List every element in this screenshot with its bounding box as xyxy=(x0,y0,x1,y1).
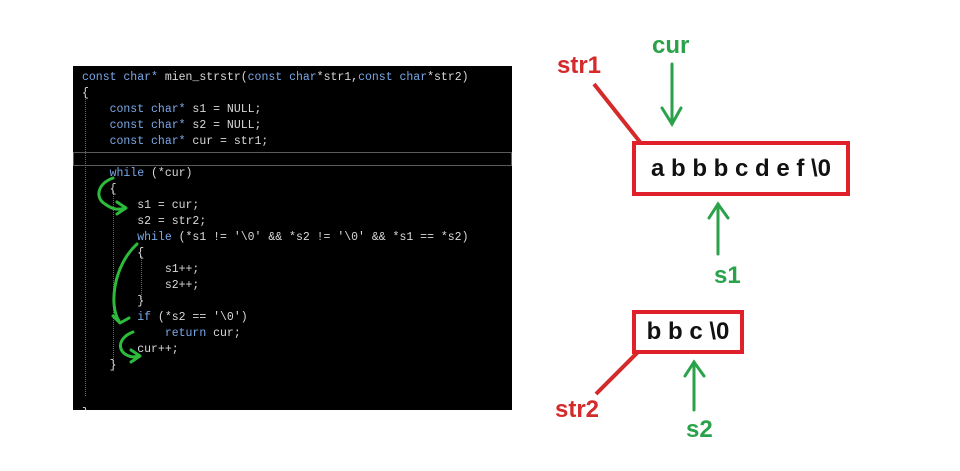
code-line: } xyxy=(82,358,117,374)
loop-arrow-2 xyxy=(112,242,139,323)
code-token: s2 = str2; xyxy=(82,215,207,228)
code-token: *str2) xyxy=(427,71,469,84)
code-line: s1 = cur; xyxy=(82,198,199,214)
code-token: while xyxy=(82,231,179,244)
code-token: } xyxy=(82,295,145,308)
code-line: } xyxy=(82,294,144,310)
code-line: { xyxy=(82,86,89,102)
code-line: const char* s1 = NULL; xyxy=(82,102,262,118)
code-panel: const char* mien_strstr(const char*str1,… xyxy=(73,66,512,410)
code-line: while (*s1 != '\0' && *s2 != '\0' && *s1… xyxy=(82,230,468,246)
code-token: cur = str1; xyxy=(192,135,269,148)
string1-box: a b b b c d e f \0 xyxy=(632,141,850,196)
code-token: (*s1 != '\0' && *s2 != '\0' && *s1 == *s… xyxy=(178,231,469,244)
string2-text: b b c \0 xyxy=(646,318,730,345)
code-token: const char xyxy=(358,71,428,84)
code-line: { xyxy=(82,182,117,198)
code-token: const char xyxy=(247,71,317,84)
code-token: const char* xyxy=(82,71,165,84)
code-line: const char* s2 = NULL; xyxy=(82,118,262,134)
code-token: const char* xyxy=(82,119,193,132)
code-token: s1++; xyxy=(82,263,200,276)
code-token: return xyxy=(82,327,214,340)
code-token: if xyxy=(82,311,158,324)
code-token: ( xyxy=(240,71,248,84)
code-line: { xyxy=(82,246,144,262)
label-str1: str1 xyxy=(557,52,602,79)
indent-guide xyxy=(141,256,142,301)
code-line: s2 = str2; xyxy=(82,214,206,230)
code-token: mien_strstr xyxy=(164,71,241,84)
arrowhead-2 xyxy=(111,314,131,325)
string1-text: a b b b c d e f \0 xyxy=(650,154,832,182)
label-s1: s1 xyxy=(714,262,741,289)
arrowhead-1 xyxy=(115,200,128,216)
code-token: s2 = NULL; xyxy=(192,119,262,132)
indent-guide xyxy=(113,191,114,371)
code-token: } xyxy=(82,407,89,410)
code-token: *str1, xyxy=(316,71,359,84)
code-line: const char* mien_strstr(const char*str1,… xyxy=(82,70,469,86)
loop-arrow-3 xyxy=(119,330,141,359)
code-token: while xyxy=(82,167,152,180)
code-line: cur++; xyxy=(82,342,179,358)
str1-pointer-line xyxy=(592,82,642,144)
code-token: cur++; xyxy=(82,343,179,356)
code-line: s1++; xyxy=(82,262,200,278)
code-line: s2++; xyxy=(82,278,200,294)
string2-box: b b c \0 xyxy=(632,310,744,354)
arrowhead-3 xyxy=(129,348,142,364)
code-line: } xyxy=(82,406,89,410)
label-cur: cur xyxy=(652,32,690,59)
code-token: { xyxy=(82,87,89,100)
str2-pointer-line xyxy=(594,348,642,396)
label-s2: s2 xyxy=(686,416,713,443)
code-token: (*cur) xyxy=(151,167,193,180)
code-token: } xyxy=(82,359,117,372)
code-line: while (*cur) xyxy=(82,166,193,182)
flow-annotation-arrows xyxy=(97,176,142,364)
code-token: cur; xyxy=(213,327,241,340)
code-token: { xyxy=(82,247,145,260)
indent-guide xyxy=(85,96,86,396)
cur-arrow xyxy=(660,62,683,127)
current-line-highlight xyxy=(73,152,512,166)
code-token: const char* xyxy=(82,135,193,148)
code-token: (*s2 == '\0') xyxy=(157,311,248,324)
s2-arrow xyxy=(683,359,706,412)
code-token: s1 = NULL; xyxy=(192,103,262,116)
code-token: s1 = cur; xyxy=(82,199,200,212)
code-token: { xyxy=(82,183,117,196)
label-str2: str2 xyxy=(555,396,600,423)
s1-arrow xyxy=(707,201,730,256)
loop-arrow-1 xyxy=(97,176,127,211)
code-line: return cur; xyxy=(82,326,241,342)
code-token: const char* xyxy=(82,103,193,116)
code-line: const char* cur = str1; xyxy=(82,134,269,150)
code-token: s2++; xyxy=(82,279,200,292)
code-line: if (*s2 == '\0') xyxy=(82,310,248,326)
